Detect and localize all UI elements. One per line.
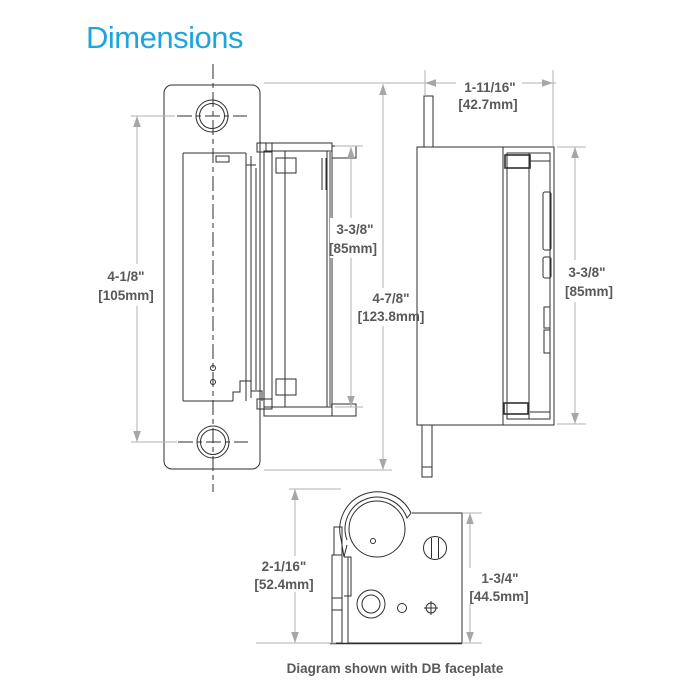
keeper-hook xyxy=(339,491,412,541)
dim-body-height-side-in: 3-3/8" xyxy=(336,222,373,237)
dim-body-height-right-in: 3-3/8" xyxy=(568,265,605,280)
dim-body-height-side-mm: [85mm] xyxy=(329,241,377,256)
screw-hole xyxy=(210,379,216,385)
dim-overall-depth-mm: [52.4mm] xyxy=(254,577,313,592)
dimension-lines xyxy=(131,70,586,644)
faceplate-lip-bottom xyxy=(421,424,433,478)
dim-overall-width-mm: [42.7mm] xyxy=(458,97,517,112)
slotted-screw xyxy=(423,536,447,560)
keeper-plate xyxy=(542,256,552,279)
body-outline xyxy=(416,146,555,426)
dim-body-depth-in: 1-3/4" xyxy=(481,571,518,586)
keeper-plate xyxy=(543,329,551,354)
faceplate-lip-top xyxy=(423,95,434,148)
keeper-plate xyxy=(542,191,552,251)
strike-body xyxy=(271,150,333,408)
page-title: Dimensions xyxy=(86,20,243,55)
screw-hole xyxy=(210,365,216,371)
faceplate-edge xyxy=(331,554,343,644)
diagram-caption: Diagram shown with DB faceplate xyxy=(286,661,504,676)
dim-hole-spacing-in: 4-1/8" xyxy=(107,269,144,284)
faceplate-outline xyxy=(163,84,261,470)
dim-faceplate-height-mm: [123.8mm] xyxy=(358,309,425,324)
keeper-plate xyxy=(543,306,551,329)
clip-bracket xyxy=(344,556,352,597)
cylinder-hole xyxy=(356,589,386,619)
faceplate-edge xyxy=(263,150,273,408)
dim-hole-spacing-mm: [105mm] xyxy=(98,288,154,303)
dim-overall-depth-in: 2-1/16" xyxy=(262,559,307,574)
dim-body-height-right-mm: [85mm] xyxy=(565,284,613,299)
dimension-labels: 4-1/8" [105mm] 3-3/8" [85mm] 4-7/8" [123… xyxy=(96,78,620,604)
dim-overall-width-in: 1-11/16" xyxy=(464,80,515,95)
dim-faceplate-height-in: 4-7/8" xyxy=(372,291,409,306)
right-view-drawing xyxy=(416,95,555,478)
bottom-horn xyxy=(331,403,357,417)
keeper-notch xyxy=(215,155,230,163)
faceplate-edge xyxy=(333,526,343,556)
side-view-drawing xyxy=(256,142,357,417)
bottom-view-drawing xyxy=(330,491,463,645)
dim-body-depth-mm: [44.5mm] xyxy=(469,589,528,604)
front-view-drawing xyxy=(163,64,263,492)
solenoid-circle xyxy=(348,500,406,558)
